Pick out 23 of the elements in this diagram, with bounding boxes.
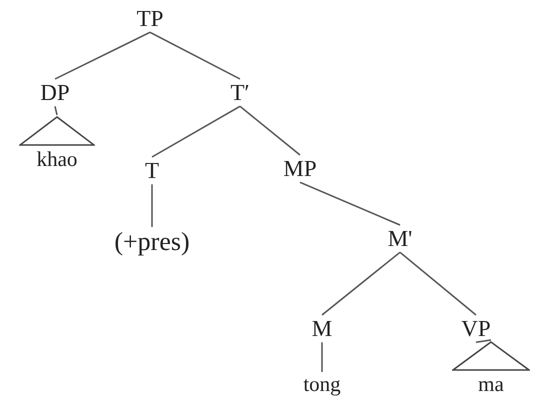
node-label: khao — [36, 148, 78, 172]
node-label: MP — [283, 156, 317, 182]
tree-branch — [54, 106, 58, 116]
tree-branch — [322, 252, 400, 316]
node-label: VP — [461, 316, 491, 342]
tree-branch — [476, 339, 492, 344]
node-label: T′ — [230, 80, 250, 106]
tree-branch — [240, 106, 300, 156]
node-label: TP — [136, 6, 164, 32]
tree-branch — [151, 184, 153, 227]
node-label: (+pres) — [114, 228, 190, 257]
node-label: DP — [40, 80, 70, 106]
tree-branch — [400, 252, 476, 316]
node-label: tong — [303, 373, 341, 396]
node-label: M' — [388, 226, 412, 252]
node-label: ma — [478, 373, 504, 396]
node-label: M — [312, 316, 332, 342]
tree-branch — [54, 32, 150, 80]
tree-branch — [321, 342, 323, 372]
node-label: T — [144, 158, 160, 184]
tree-branch — [152, 106, 240, 158]
tree-branch — [150, 32, 240, 80]
tree-branch — [300, 182, 400, 226]
